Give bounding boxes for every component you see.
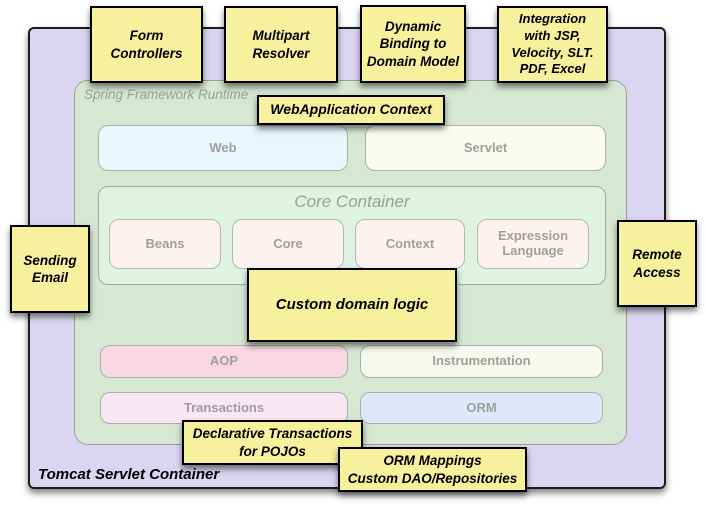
module-instrumentation-label: Instrumentation (432, 353, 531, 369)
note-orm-mappings: ORM Mappings Custom DAO/Repositories (338, 447, 527, 492)
spring-framework-runtime: Spring Framework Runtime Web Servlet Cor… (74, 80, 627, 445)
runtime-label: Spring Framework Runtime (84, 87, 249, 102)
module-beans: Beans (109, 219, 221, 269)
module-context: Context (355, 219, 465, 269)
note-webapplication-context: WebApplication Context (257, 95, 445, 125)
module-expression-language-label: Expression Language (497, 228, 569, 258)
module-web-label: Web (209, 139, 237, 155)
module-instrumentation: Instrumentation (360, 345, 603, 378)
module-context-label: Context (385, 235, 435, 251)
note-form-controllers: Form Controllers (90, 6, 203, 83)
module-servlet-label: Servlet (463, 139, 508, 155)
note-custom-domain-logic: Custom domain logic (247, 268, 457, 342)
note-dynamic-binding: Dynamic Binding to Domain Model (360, 5, 466, 83)
module-aop: AOP (100, 345, 348, 378)
module-transactions: Transactions (100, 392, 348, 424)
module-orm: ORM (360, 392, 603, 424)
module-web: Web (98, 125, 348, 171)
module-servlet: Servlet (365, 125, 606, 171)
note-integration: Integration with JSP, Velocity, SLT. PDF… (497, 6, 608, 83)
module-beans-label: Beans (145, 235, 185, 251)
module-orm-label: ORM (466, 399, 497, 415)
note-declarative-transactions: Declarative Transactions for POJOs (182, 420, 363, 465)
module-core: Core (232, 219, 344, 269)
module-aop-label: AOP (209, 353, 239, 369)
note-multipart-resolver: Multipart Resolver (224, 6, 338, 83)
note-remote-access: Remote Access (617, 220, 697, 307)
module-expression-language: Expression Language (477, 219, 589, 269)
core-container-label: Core Container (294, 192, 410, 211)
tomcat-container-label: Tomcat Servlet Container (38, 466, 220, 483)
note-sending-email: Sending Email (10, 225, 90, 313)
module-core-label: Core (273, 235, 303, 251)
module-transactions-label: Transactions (183, 399, 265, 415)
